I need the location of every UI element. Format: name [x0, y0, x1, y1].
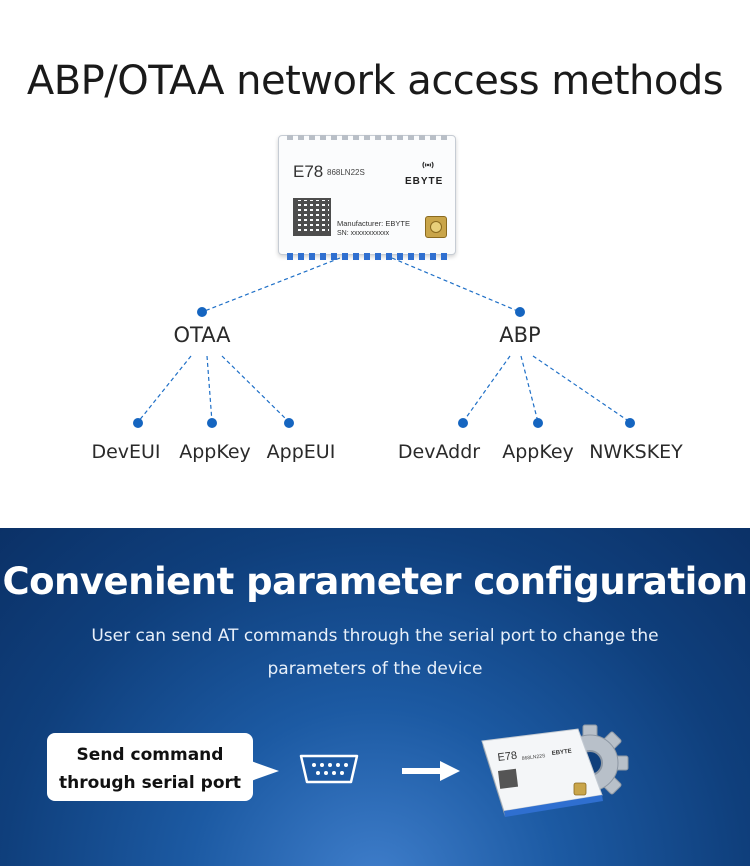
appkey-otaa-label: AppKey [179, 441, 251, 463]
module-model: E78 [293, 162, 324, 181]
module-serial-number: SN: xxxxxxxxxxx [337, 230, 390, 237]
nwkskey-node-dot [625, 418, 635, 428]
configuration-section: Convenient parameter configuration User … [0, 528, 750, 866]
access-methods-section: ABP/OTAA network access methods OTAA ABP… [26, 58, 724, 463]
appkey-abp-node-dot [533, 418, 543, 428]
right-arrow-icon [402, 761, 460, 781]
module-sub-model: 868LN22S [327, 168, 365, 177]
svg-text:868LN22S: 868LN22S [522, 753, 547, 762]
nwkskey-label: NWKSKEY [589, 441, 683, 463]
qr-code-icon [293, 198, 331, 236]
wireless-icon [422, 161, 434, 169]
deveui-label: DevEUI [91, 441, 161, 463]
speech-bubble-text: Send command through serial port [58, 745, 242, 793]
serial-port-icon [299, 754, 359, 784]
module-with-gear-image: E78 868LN22S EBYTE [481, 724, 629, 817]
module-bottom-pins [287, 253, 447, 260]
appeui-label: AppEUI [266, 441, 336, 463]
e78-module-image: E78 868LN22S EBYTE Manufacturer: EBYTE S… [278, 135, 456, 260]
access-method-tree [133, 257, 635, 428]
otaa-node-dot [197, 307, 207, 317]
appkey-otaa-node-dot [207, 418, 217, 428]
speech-bubble: Send command through serial port [47, 733, 279, 801]
abp-node-dot [515, 307, 525, 317]
devaddr-node-dot [458, 418, 468, 428]
module-icon: E78 868LN22S EBYTE [481, 728, 603, 817]
appkey-abp-label: AppKey [502, 441, 574, 463]
abp-label: ABP [499, 323, 541, 347]
svg-text:E78: E78 [497, 750, 518, 764]
devaddr-label: DevAddr [397, 441, 481, 463]
module-top-pins [287, 135, 447, 140]
otaa-label: OTAA [173, 323, 231, 347]
access-methods-title: ABP/OTAA network access methods [26, 58, 724, 104]
appeui-node-dot [284, 418, 294, 428]
configuration-title: Convenient parameter configuration [2, 560, 748, 603]
module-brand: EBYTE [405, 176, 444, 187]
svg-text:EBYTE: EBYTE [552, 749, 573, 757]
deveui-node-dot [133, 418, 143, 428]
configuration-description: User can send AT commands through the se… [91, 626, 659, 679]
antenna-connector-icon [425, 216, 447, 238]
module-manufacturer: Manufacturer: EBYTE [337, 219, 410, 228]
